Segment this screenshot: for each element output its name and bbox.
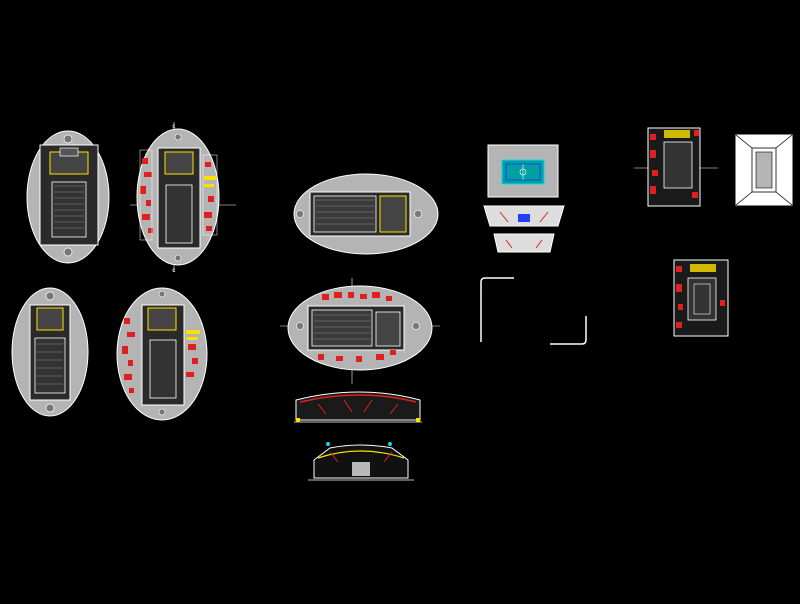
plan-ellipse-bottom-left[interactable] xyxy=(11,287,89,417)
section-elevation-1[interactable] xyxy=(294,391,422,423)
plan-ellipse-bottom-annotated[interactable] xyxy=(116,287,208,421)
section-court-2[interactable] xyxy=(493,233,555,253)
plan-court-block[interactable] xyxy=(487,144,559,198)
section-elevation-2[interactable] xyxy=(308,442,414,481)
roof-plan-right[interactable] xyxy=(735,134,793,206)
plan-ellipse-horizontal-top[interactable] xyxy=(293,173,439,255)
axis-mark-top: c xyxy=(172,123,176,130)
plan-building-right-top[interactable] xyxy=(634,127,718,207)
frame-corner-marks xyxy=(480,277,587,345)
axis-mark-bottom: c xyxy=(172,267,176,274)
plan-ellipse-top-annotated[interactable]: c c xyxy=(130,122,236,274)
plan-building-right-bottom[interactable] xyxy=(673,259,729,337)
plan-ellipse-top-left[interactable] xyxy=(26,130,110,264)
plan-ellipse-horizontal-annotated[interactable] xyxy=(280,278,440,384)
section-court-1[interactable] xyxy=(483,205,565,227)
